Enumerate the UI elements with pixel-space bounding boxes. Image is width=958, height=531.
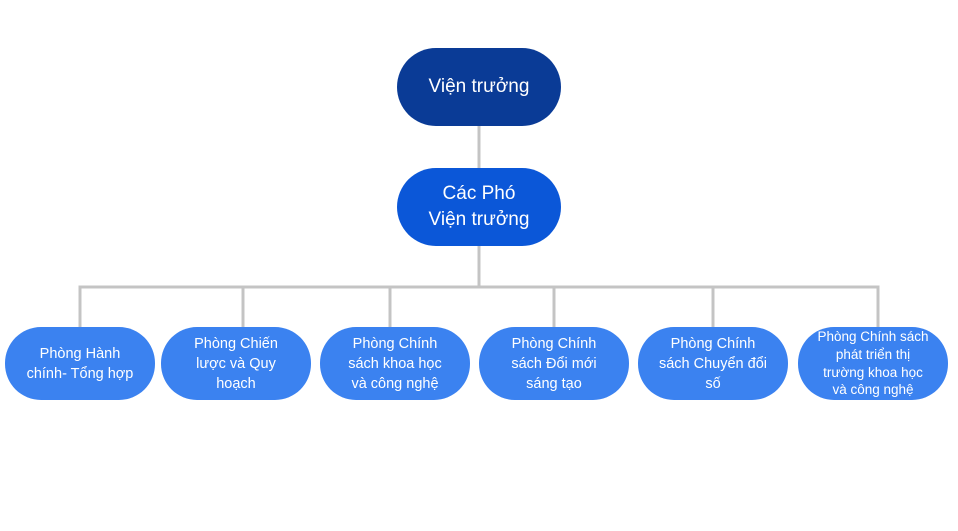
node-director: Viện trưởng <box>397 48 561 126</box>
dept-label-line: lược và Quy <box>196 355 276 372</box>
dept-label-line: chính- Tổng hợp <box>26 365 134 382</box>
node-dept-innovation-policy: Phòng Chính sách Đổi mới sáng tạo <box>479 327 629 400</box>
dept-label-line: và công nghệ <box>351 375 439 392</box>
node-dept-sci-tech-policy: Phòng Chính sách khoa học và công nghệ <box>320 327 470 400</box>
dept-label-line: sáng tạo <box>526 375 582 392</box>
dept-label-line: sách Chuyển đổi <box>658 355 767 372</box>
node-dept-administration: Phòng Hành chính- Tổng hợp <box>5 327 155 400</box>
node-deputy-directors: Các Phó Viện trưởng <box>397 168 561 246</box>
dept-label-line: sách Đổi mới <box>511 355 597 372</box>
node-deputy-label-line1: Các Phó <box>442 183 516 205</box>
dept-label-line: Phòng Chính <box>352 335 438 352</box>
dept-label-line: trường khoa học <box>823 364 923 380</box>
dept-label-line: Phòng Chính sách <box>817 329 929 345</box>
node-director-label: Viện trưởng <box>428 75 530 97</box>
dept-label-line: sách khoa học <box>348 355 442 372</box>
node-deputy-label-line2: Viện trưởng <box>428 209 530 230</box>
node-dept-sci-tech-market-policy: Phòng Chính sách phát triển thị trường k… <box>798 327 948 400</box>
node-dept-strategy-planning: Phòng Chiến lược và Quy hoạch <box>161 327 311 400</box>
dept-label-line: và công nghệ <box>832 382 914 398</box>
dept-label-line: số <box>705 375 721 392</box>
dept-label-line: Phòng Chiến <box>194 335 278 352</box>
dept-label-line: Phòng Hành <box>39 345 121 362</box>
dept-label-line: Phòng Chính <box>511 335 597 352</box>
dept-label-line: phát triển thị <box>835 346 911 362</box>
dept-label-line: Phòng Chính <box>670 335 756 352</box>
dept-label-line: hoạch <box>216 375 256 392</box>
node-dept-digital-transformation-policy: Phòng Chính sách Chuyển đổi số <box>638 327 788 400</box>
